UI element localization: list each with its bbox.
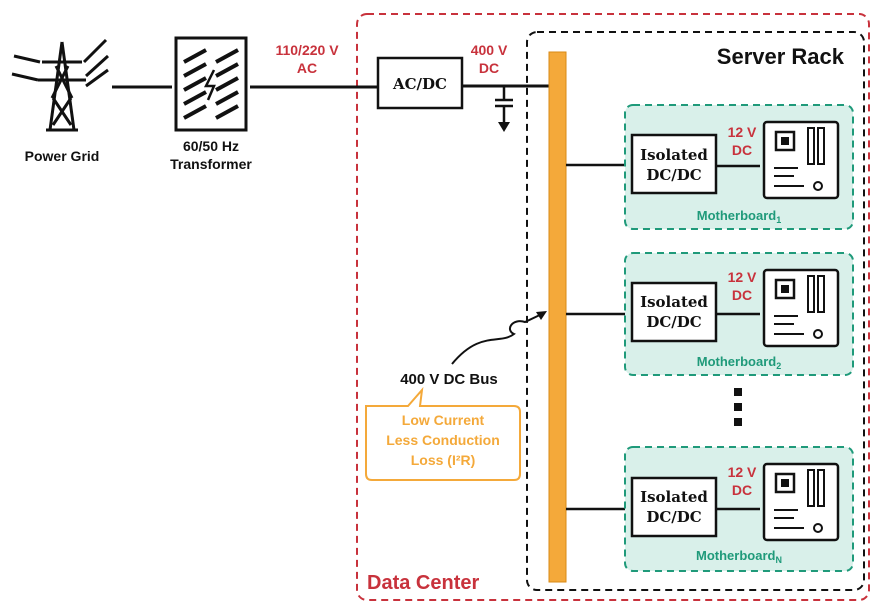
data-center-boundary	[356, 13, 870, 601]
isolated-dcdc-label-line1: Isolated	[640, 293, 708, 311]
motherboard-module: Isolated DC/DC 12 V DC Motherboard2	[566, 252, 854, 376]
more-boards-ellipsis	[734, 388, 742, 426]
motherboard-name: Motherboard2	[697, 354, 781, 371]
ac-voltage-line1: 110/220 V	[275, 42, 339, 58]
ground-arrow-icon	[498, 122, 510, 132]
motherboard-index: N	[775, 555, 782, 565]
transformer-icon	[174, 36, 248, 132]
isolated-dcdc-box	[630, 281, 718, 343]
motherboard-icon	[762, 462, 840, 542]
callout-line1: Low Current	[402, 412, 485, 428]
isolated-dcdc-box	[630, 133, 718, 195]
motherboard-name: Motherboard1	[697, 208, 781, 225]
bus-annotation-pointer	[451, 312, 545, 365]
isolated-dcdc-label-line2: DC/DC	[646, 166, 701, 184]
board-voltage-line1: 12 V	[728, 269, 757, 285]
capacitor-ground-icon	[495, 86, 513, 124]
bus-annotation-arrowhead	[536, 311, 547, 320]
server-rack-boundary	[526, 31, 865, 591]
callout-line3: Loss (I²R)	[411, 452, 476, 468]
isolated-dcdc-label-line2: DC/DC	[646, 313, 701, 331]
transformer-label-line2: Transformer	[170, 156, 252, 172]
motherboard-module: Isolated DC/DC 12 V DC Motherboard1	[566, 104, 854, 230]
callout-bubble	[365, 386, 521, 481]
board-voltage-line1: 12 V	[728, 464, 757, 480]
callout-line2: Less Conduction	[386, 432, 500, 448]
board-voltage-line1: 12 V	[728, 124, 757, 140]
acdc-converter-label: AC/DC	[392, 75, 447, 93]
isolated-dcdc-label-line2: DC/DC	[646, 508, 701, 526]
power-grid-label: Power Grid	[25, 148, 100, 164]
isolated-dcdc-label-line1: Isolated	[640, 488, 708, 506]
transformer-label-line1: 60/50 Hz	[183, 138, 239, 154]
dc-bus-bar	[548, 51, 567, 583]
dc-bus-label: 400 V DC Bus	[400, 371, 498, 388]
data-center-title: Data Center	[367, 572, 479, 594]
isolated-dcdc-box	[630, 476, 718, 538]
motherboard-module: Isolated DC/DC 12 V DC MotherboardN	[566, 446, 854, 572]
motherboard-icon	[762, 268, 840, 348]
board-voltage-line2: DC	[732, 287, 752, 303]
ac-voltage-line2: AC	[297, 60, 317, 76]
dc-voltage-line2: DC	[479, 60, 499, 76]
motherboard-index: 2	[776, 361, 781, 371]
motherboard-index: 1	[776, 215, 781, 225]
dc-voltage-line1: 400 V	[471, 42, 508, 58]
server-rack-title: Server Rack	[717, 44, 845, 69]
board-voltage-line2: DC	[732, 142, 752, 158]
isolated-dcdc-label-line1: Isolated	[640, 146, 708, 164]
acdc-converter-box	[376, 56, 464, 110]
motherboard-name: MotherboardN	[696, 548, 782, 565]
motherboard-icon	[762, 120, 840, 200]
board-voltage-line2: DC	[732, 482, 752, 498]
transmission-tower-icon	[11, 38, 110, 132]
